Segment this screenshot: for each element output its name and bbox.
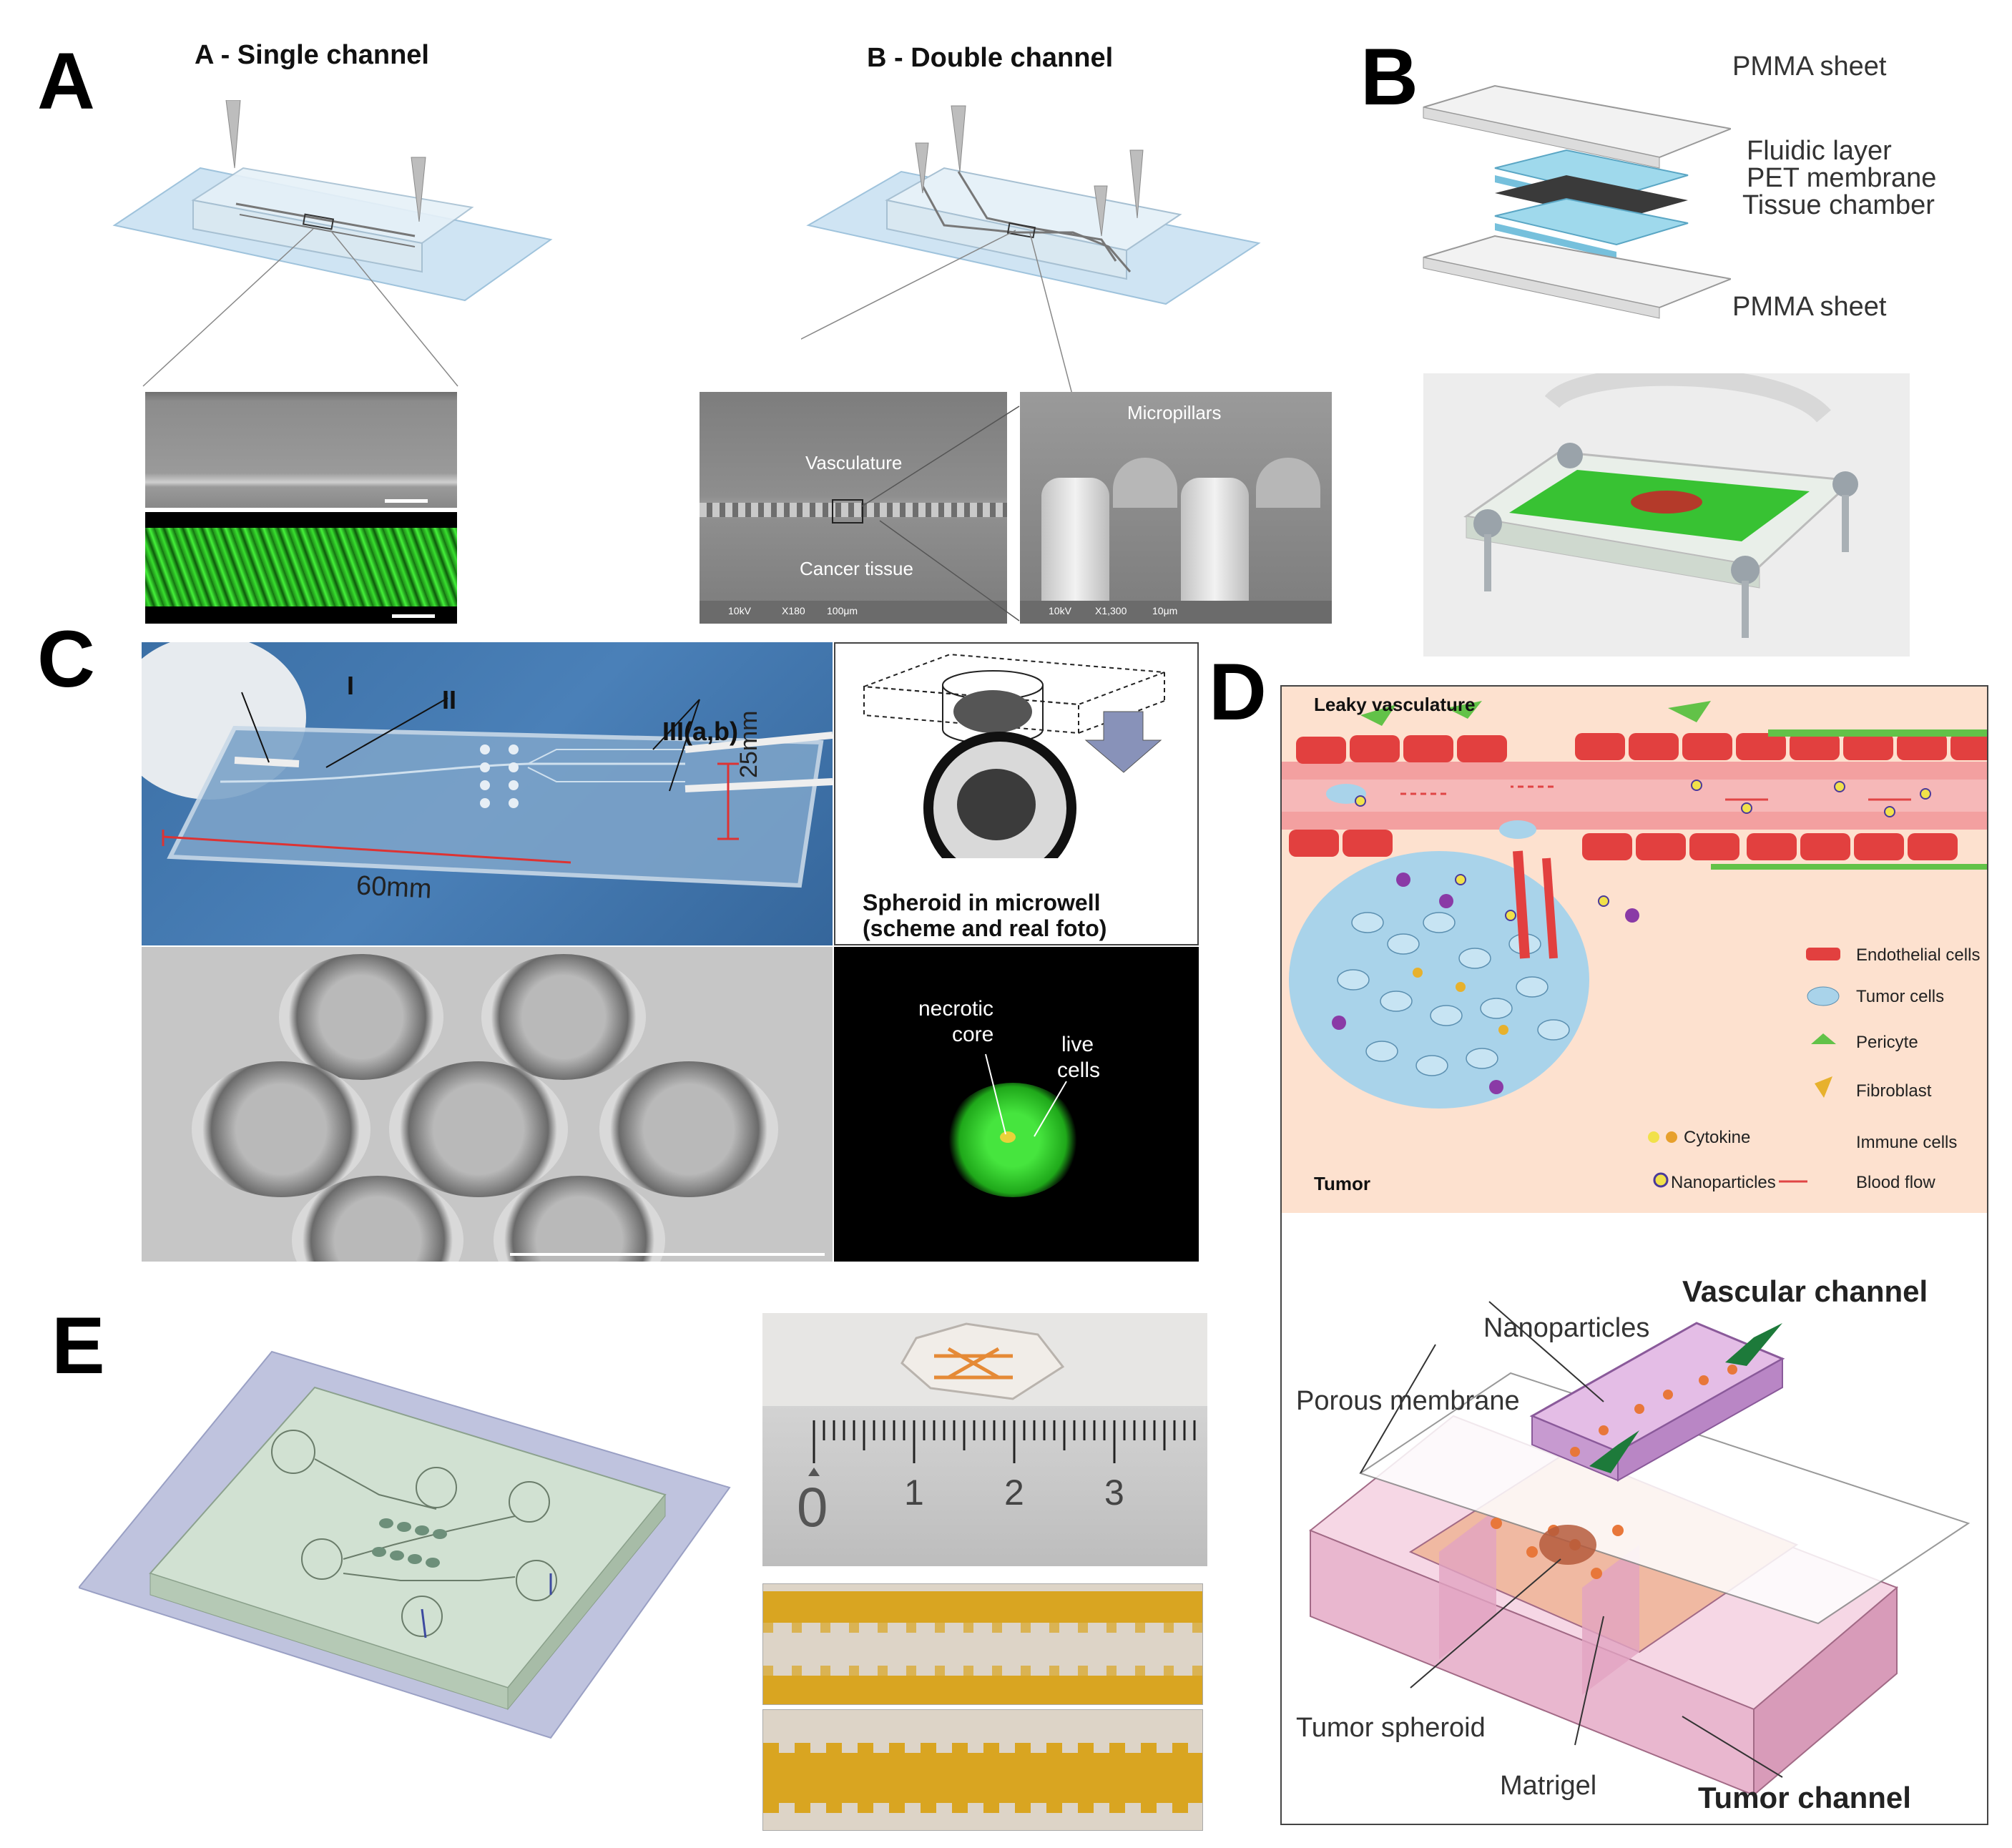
- zoom-lines: [861, 406, 1020, 621]
- cancer-tissue-label: Cancer tissue: [800, 558, 913, 579]
- necrotic-label-1: necrotic: [918, 997, 994, 1021]
- layer-label-tissue-chamber: Tissue chamber: [1742, 190, 1935, 220]
- leaky-vasculature-illustration: Leaky vasculature Tumor Endothelial cell…: [1282, 687, 1987, 1213]
- spheroid-scheme: Spheroid in microwell (scheme and real f…: [834, 642, 1199, 945]
- micropillars-sem-image: Micropillars 10kV X1,300 10μm: [1020, 392, 1332, 624]
- ruler-number-0: 0: [797, 1475, 828, 1538]
- marker-i: I: [347, 671, 355, 700]
- dimension-height: 25mm: [735, 710, 762, 778]
- channel-micrograph-top: [762, 1583, 1203, 1705]
- vascular-channel-label: Vascular channel: [1682, 1274, 1928, 1308]
- sem-footer: 10kV X1,300 10μm: [1020, 601, 1332, 624]
- micropillars-label: Micropillars: [1127, 402, 1222, 423]
- ruler-number-2: 2: [1004, 1473, 1024, 1513]
- legend-cytokine: Cytokine: [1684, 1128, 1751, 1147]
- fluorescent-spheroid-image: necrotic core live cells: [834, 947, 1199, 1262]
- dimension-width: 60mm: [355, 870, 433, 905]
- leaky-vasculature-title: Leaky vasculature: [1314, 694, 1476, 715]
- porous-membrane-label: Porous membrane: [1296, 1386, 1520, 1416]
- legend-endothelial: Endothelial cells: [1856, 945, 1981, 965]
- layer-label-pet: PET membrane: [1747, 163, 1937, 193]
- panel-b-letter: B: [1360, 32, 1418, 122]
- fluorescent-cells-image: [145, 512, 457, 624]
- nanoparticles-device-label: Nanoparticles: [1483, 1313, 1650, 1343]
- legend-pericyte: Pericyte: [1856, 1033, 1918, 1052]
- double-channel-sem-image: Vasculature Cancer tissue 10kV X180 100μ…: [700, 392, 1007, 624]
- micropillar-row: [700, 503, 1007, 517]
- spheroid-caption-1: Spheroid in microwell: [863, 890, 1101, 915]
- chip-photo: I II III(a,b) 60mm 25mm: [142, 642, 833, 945]
- device-3d-render: [79, 1350, 731, 1739]
- panel-d-letter: D: [1209, 647, 1267, 737]
- panel-e-letter: E: [51, 1301, 105, 1390]
- panel-a-letter: A: [37, 36, 95, 126]
- double-channel-title: B - Double channel: [867, 43, 1114, 73]
- device-photo: [1423, 373, 1910, 657]
- sem-footer: 10kV X180 100μm: [700, 601, 1007, 624]
- layer-label-pmma-top: PMMA sheet: [1732, 51, 1887, 82]
- layer-label-pmma-bottom: PMMA sheet: [1732, 292, 1887, 322]
- tumor-on-chip-device-schematic: Vascular channel Nanoparticles Porous me…: [1282, 1216, 1987, 1824]
- legend-tumor-cells: Tumor cells: [1856, 987, 1945, 1006]
- single-channel-title: A - Single channel: [195, 40, 429, 70]
- panel-c-letter: C: [37, 614, 95, 704]
- marker-ii: II: [442, 685, 457, 714]
- live-label-2: cells: [1057, 1058, 1101, 1082]
- spheroid-caption-2: (scheme and real foto): [863, 915, 1107, 941]
- legend-blood-flow: Blood flow: [1856, 1173, 1935, 1192]
- ruler-number-3: 3: [1104, 1473, 1124, 1513]
- channel-micrograph-bottom: [762, 1709, 1203, 1831]
- legend-nanoparticles: Nanoparticles: [1671, 1173, 1776, 1192]
- ruler-number-1: 1: [904, 1473, 924, 1513]
- scale-bar: [392, 614, 435, 618]
- scale-bar: [385, 499, 428, 503]
- necrotic-label-2: core: [952, 1023, 994, 1046]
- tumor-title: Tumor: [1314, 1173, 1370, 1194]
- chip-ruler-photo: 0 1 2 3: [762, 1313, 1207, 1566]
- double-channel-device: [801, 105, 1261, 398]
- vasculature-label: Vasculature: [805, 452, 903, 473]
- layer-label-fluidic: Fluidic layer: [1747, 136, 1892, 166]
- legend-fibroblast: Fibroblast: [1856, 1081, 1932, 1101]
- tumor-channel-label: Tumor channel: [1698, 1781, 1911, 1814]
- tumor-spheroid-label: Tumor spheroid: [1296, 1713, 1486, 1743]
- live-label-1: live: [1061, 1033, 1094, 1056]
- scale-bar: [510, 1253, 825, 1256]
- exploded-device-diagram: [1423, 84, 1731, 319]
- matrigel-label: Matrigel: [1500, 1771, 1597, 1801]
- zoom-box: [832, 499, 863, 524]
- marker-iii: III(a,b): [662, 717, 738, 746]
- legend-immune: Immune cells: [1856, 1133, 1958, 1152]
- single-channel-sem-image: [145, 392, 457, 508]
- single-channel-device: [112, 100, 553, 387]
- microwell-array-photo: [142, 947, 833, 1262]
